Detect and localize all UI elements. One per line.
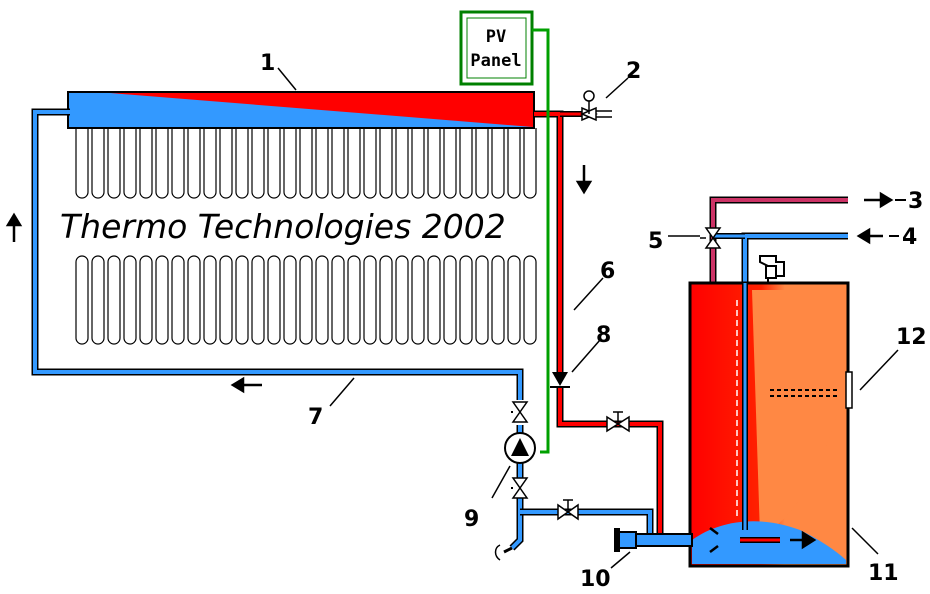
relief-valve-icon (759, 255, 785, 282)
label-8: 8 (596, 323, 611, 348)
tank-internal-pipes (736, 283, 840, 543)
evacuated-tube (171, 255, 185, 345)
label-9: 9 (464, 507, 479, 532)
valve-2-icon (580, 90, 612, 122)
evacuated-tube (203, 128, 217, 199)
label-2: 2 (626, 59, 641, 84)
evacuated-tubes-upper (75, 128, 537, 199)
evacuated-tubes-lower (75, 255, 537, 345)
evacuated-tube (331, 128, 345, 199)
evacuated-tube (299, 128, 313, 199)
evacuated-tube (491, 255, 505, 345)
pv-panel-label-line1: PV (486, 27, 506, 47)
evacuated-tube (283, 255, 297, 345)
evacuated-tube (315, 255, 329, 345)
evacuated-tube (475, 255, 489, 345)
hot-outlet-pipe (709, 196, 848, 290)
evacuated-tube (219, 255, 233, 345)
evacuated-tube (411, 255, 425, 345)
valve-lower-pump-icon (511, 477, 529, 499)
label-4: 4 (902, 225, 917, 250)
diagram-title: Thermo Technologies 2002 (60, 207, 506, 246)
evacuated-tube (187, 128, 201, 199)
pump-icon (504, 432, 536, 464)
storage-tank (688, 281, 850, 568)
evacuated-tube (363, 128, 377, 199)
evacuated-tube (523, 255, 537, 345)
evacuated-tube (507, 255, 521, 345)
evacuated-tube (251, 255, 265, 345)
pv-panel-label-line2: Panel (470, 51, 521, 71)
evacuated-tube (75, 128, 89, 199)
evacuated-tube (459, 255, 473, 345)
evacuated-tube (443, 255, 457, 345)
label-7: 7 (308, 405, 323, 430)
evacuated-tube (139, 128, 153, 199)
evacuated-tube (523, 128, 537, 199)
evacuated-tube (235, 255, 249, 345)
evacuated-tube (331, 255, 345, 345)
evacuated-tube (75, 255, 89, 345)
evacuated-tube (395, 128, 409, 199)
evacuated-tube (491, 128, 505, 199)
evacuated-tube (91, 255, 105, 345)
evacuated-tube (171, 128, 185, 199)
evacuated-tube (251, 128, 265, 199)
evacuated-tube (299, 255, 313, 345)
evacuated-tube (155, 255, 169, 345)
evacuated-tube (203, 255, 217, 345)
evacuated-tube (107, 255, 121, 345)
thermostat-icon (845, 371, 853, 409)
evacuated-tube (459, 128, 473, 199)
evacuated-tube (267, 128, 281, 199)
evacuated-tube (507, 128, 521, 199)
valve-5-icon (700, 227, 722, 249)
valve-hot-branch-icon (606, 411, 630, 433)
evacuated-tube (123, 255, 137, 345)
label-dashes (889, 199, 906, 237)
evacuated-tube (283, 128, 297, 199)
evacuated-tube (107, 128, 121, 199)
evacuated-tube (427, 255, 441, 345)
label-5: 5 (648, 229, 663, 254)
collector-header (67, 91, 535, 129)
evacuated-tube (235, 128, 249, 199)
check-valve-8-icon (550, 372, 570, 388)
evacuated-tube (315, 128, 329, 199)
label-10: 10 (580, 567, 611, 589)
label-3: 3 (908, 189, 923, 214)
evacuated-tube (155, 128, 169, 199)
evacuated-tube (347, 128, 361, 199)
evacuated-tube (347, 255, 361, 345)
heat-exchanger-fitting-icon (614, 528, 693, 552)
pv-wire (532, 28, 550, 454)
evacuated-tube (219, 128, 233, 199)
drain-spout-icon (494, 544, 513, 561)
label-12: 12 (896, 325, 927, 350)
evacuated-tube (123, 128, 137, 199)
evacuated-tube (427, 128, 441, 199)
evacuated-tube (267, 255, 281, 345)
evacuated-tube (363, 255, 377, 345)
pv-panel: PV Panel (459, 10, 534, 86)
evacuated-tube (395, 255, 409, 345)
leader-lines (277, 67, 899, 569)
flow-arrows (5, 165, 894, 553)
evacuated-tube (139, 255, 153, 345)
evacuated-tube (411, 128, 425, 199)
evacuated-tube (443, 128, 457, 199)
evacuated-tube (379, 255, 393, 345)
label-6: 6 (600, 259, 615, 284)
valve-cold-branch-icon (557, 499, 579, 521)
evacuated-tube (379, 128, 393, 199)
valve-upper-pump-icon (511, 401, 529, 423)
label-11: 11 (868, 561, 899, 586)
label-1: 1 (260, 51, 275, 76)
evacuated-tube (475, 128, 489, 199)
evacuated-tube (91, 128, 105, 199)
evacuated-tube (187, 255, 201, 345)
